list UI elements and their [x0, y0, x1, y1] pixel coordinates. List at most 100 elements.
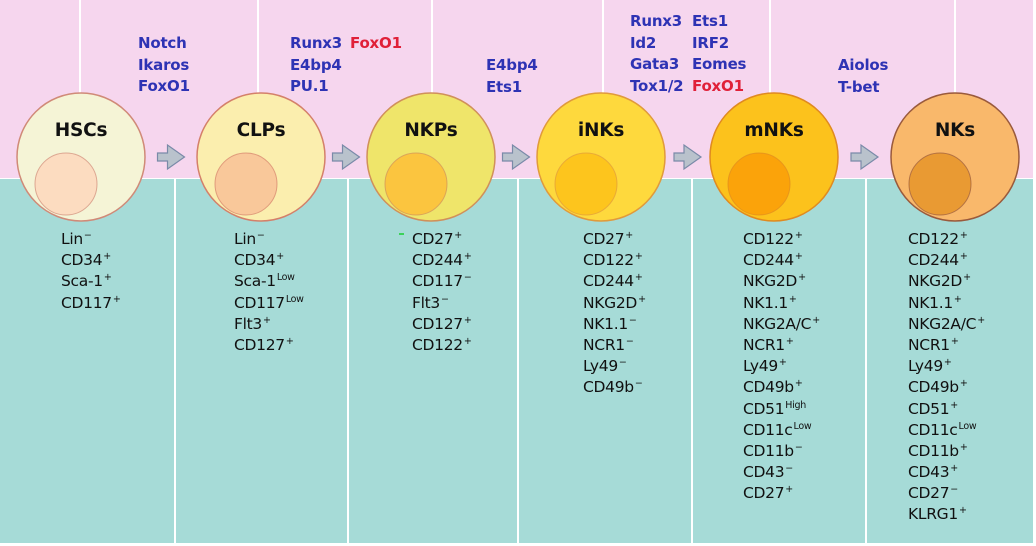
transcription-factor: Gata3 [630, 55, 680, 73]
surface-marker: NKG2D+ [743, 271, 820, 292]
marker-name: CD49b [908, 378, 959, 397]
surface-marker: CD49b− [583, 377, 646, 398]
stage-label-nks: NKs [934, 120, 976, 141]
surface-marker: CD122+ [583, 250, 646, 271]
stage-label-hscs: HSCs [54, 120, 108, 141]
markers-mnks: CD122+CD244+NKG2D+NK1.1+NKG2A/C+NCR1+Ly4… [743, 229, 820, 504]
surface-marker: CD11b+ [908, 441, 985, 462]
marker-expression: + [794, 251, 803, 263]
transcription-factor: Aiolos [838, 56, 889, 74]
marker-name: Sca-1 [234, 272, 276, 291]
marker-expression: + [794, 230, 803, 241]
factor-row: Runx3 FoxO1 [290, 33, 402, 55]
marker-expression: + [103, 251, 111, 263]
marker-expression: + [953, 293, 962, 305]
surface-marker: NK1.1+ [908, 293, 985, 314]
marker-name: CD244 [412, 251, 463, 270]
marker-name: CD117 [412, 272, 463, 291]
marker-expression: + [778, 357, 787, 369]
transcription-factor: Eomes [692, 55, 747, 73]
nucleus-circle [34, 152, 98, 216]
surface-marker: CD122+ [743, 229, 820, 250]
marker-expression: + [950, 399, 958, 411]
marker-expression: High [785, 399, 806, 411]
marker-expression: + [785, 484, 793, 496]
marker-name: NCR1 [908, 335, 950, 354]
marker-expression: + [959, 441, 968, 453]
surface-marker: CD244+ [908, 250, 985, 271]
marker-expression: + [638, 293, 646, 305]
marker-expression: + [634, 251, 643, 263]
surface-marker: CD127+ [412, 314, 472, 335]
surface-marker: Flt3+ [234, 314, 304, 335]
surface-marker: CD27− [908, 483, 985, 504]
surface-marker: NCR1− [583, 335, 646, 356]
factor-row: E4bp4 [290, 55, 402, 77]
surface-marker: CD127+ [234, 335, 304, 356]
factor-row: Ikaros [138, 55, 190, 77]
nucleus-circle [214, 152, 278, 216]
marker-name: Lin [234, 230, 256, 248]
transcription-factor: FoxO1 [692, 76, 744, 95]
transcription-factor: IRF2 [692, 33, 730, 52]
marker-expression: − [785, 463, 793, 475]
surface-marker: CD34+ [61, 250, 121, 271]
surface-marker: NK1.1+ [743, 293, 820, 314]
surface-marker: CD117− [412, 271, 472, 292]
transcription-factor: Runx3 [290, 34, 343, 52]
factor-row: E4bp4 [486, 55, 538, 77]
marker-name: CD127 [234, 335, 285, 354]
stage-label-clps: CLPs [236, 120, 286, 141]
factor-row: FoxO1 [138, 76, 190, 98]
marker-name: NK1.1 [908, 293, 953, 312]
cell-nks [890, 92, 1020, 222]
surface-marker: Lin− [61, 229, 121, 250]
surface-marker: CD244+ [412, 250, 472, 271]
arrow-right-icon [673, 143, 703, 171]
marker-expression: + [950, 463, 958, 475]
transcription-factor: Runx3 [630, 12, 683, 30]
marker-name: NKG2D [583, 293, 638, 312]
marker-expression: Low [285, 293, 304, 305]
marker-band-cell [176, 179, 347, 543]
surface-marker: NKG2D+ [583, 293, 646, 314]
markers-hscs: Lin−CD34+Sca-1+CD117+ [61, 229, 121, 314]
marker-expression: + [798, 272, 806, 284]
surface-marker: Sca-1+ [61, 271, 121, 292]
marker-expression: − [256, 230, 265, 241]
marker-name: Ly49 [908, 357, 943, 376]
transcription-factor: T-bet [838, 77, 880, 96]
surface-marker: CD117+ [61, 293, 121, 314]
marker-expression: − [618, 357, 627, 369]
arrow-right-icon [501, 143, 531, 171]
factor-row: Aiolos [838, 55, 888, 77]
marker-name: NCR1 [583, 335, 625, 354]
marker-name: CD49b [583, 378, 634, 397]
marker-name: CD11c [908, 420, 958, 439]
surface-marker: CD122+ [908, 229, 985, 250]
surface-marker: NKG2D+ [908, 271, 985, 292]
transcription-factor: FoxO1 [350, 34, 402, 52]
transcription-factor: FoxO1 [138, 77, 190, 95]
markers-inks: CD27+CD122+CD244+NKG2D+NK1.1−NCR1−Ly49−C… [583, 229, 646, 399]
surface-marker: CD11cLow [743, 420, 820, 441]
marker-name: CD43 [908, 463, 950, 482]
surface-marker: Sca-1Low [234, 271, 304, 292]
marker-name: Lin [61, 230, 83, 248]
marker-band-cell [0, 179, 174, 543]
marker-expression: + [959, 230, 968, 241]
marker-expression: + [958, 505, 967, 517]
marker-name: CD43 [743, 463, 785, 482]
marker-band-cell [867, 179, 1033, 543]
marker-name: CD49b [743, 378, 794, 397]
surface-marker: Ly49− [583, 356, 646, 377]
cell-nkps [366, 92, 496, 222]
factor-row: Notch [138, 33, 190, 55]
surface-marker: CD11cLow [908, 420, 985, 441]
surface-marker: CD51+ [908, 399, 985, 420]
marker-name: CD244 [743, 251, 794, 270]
